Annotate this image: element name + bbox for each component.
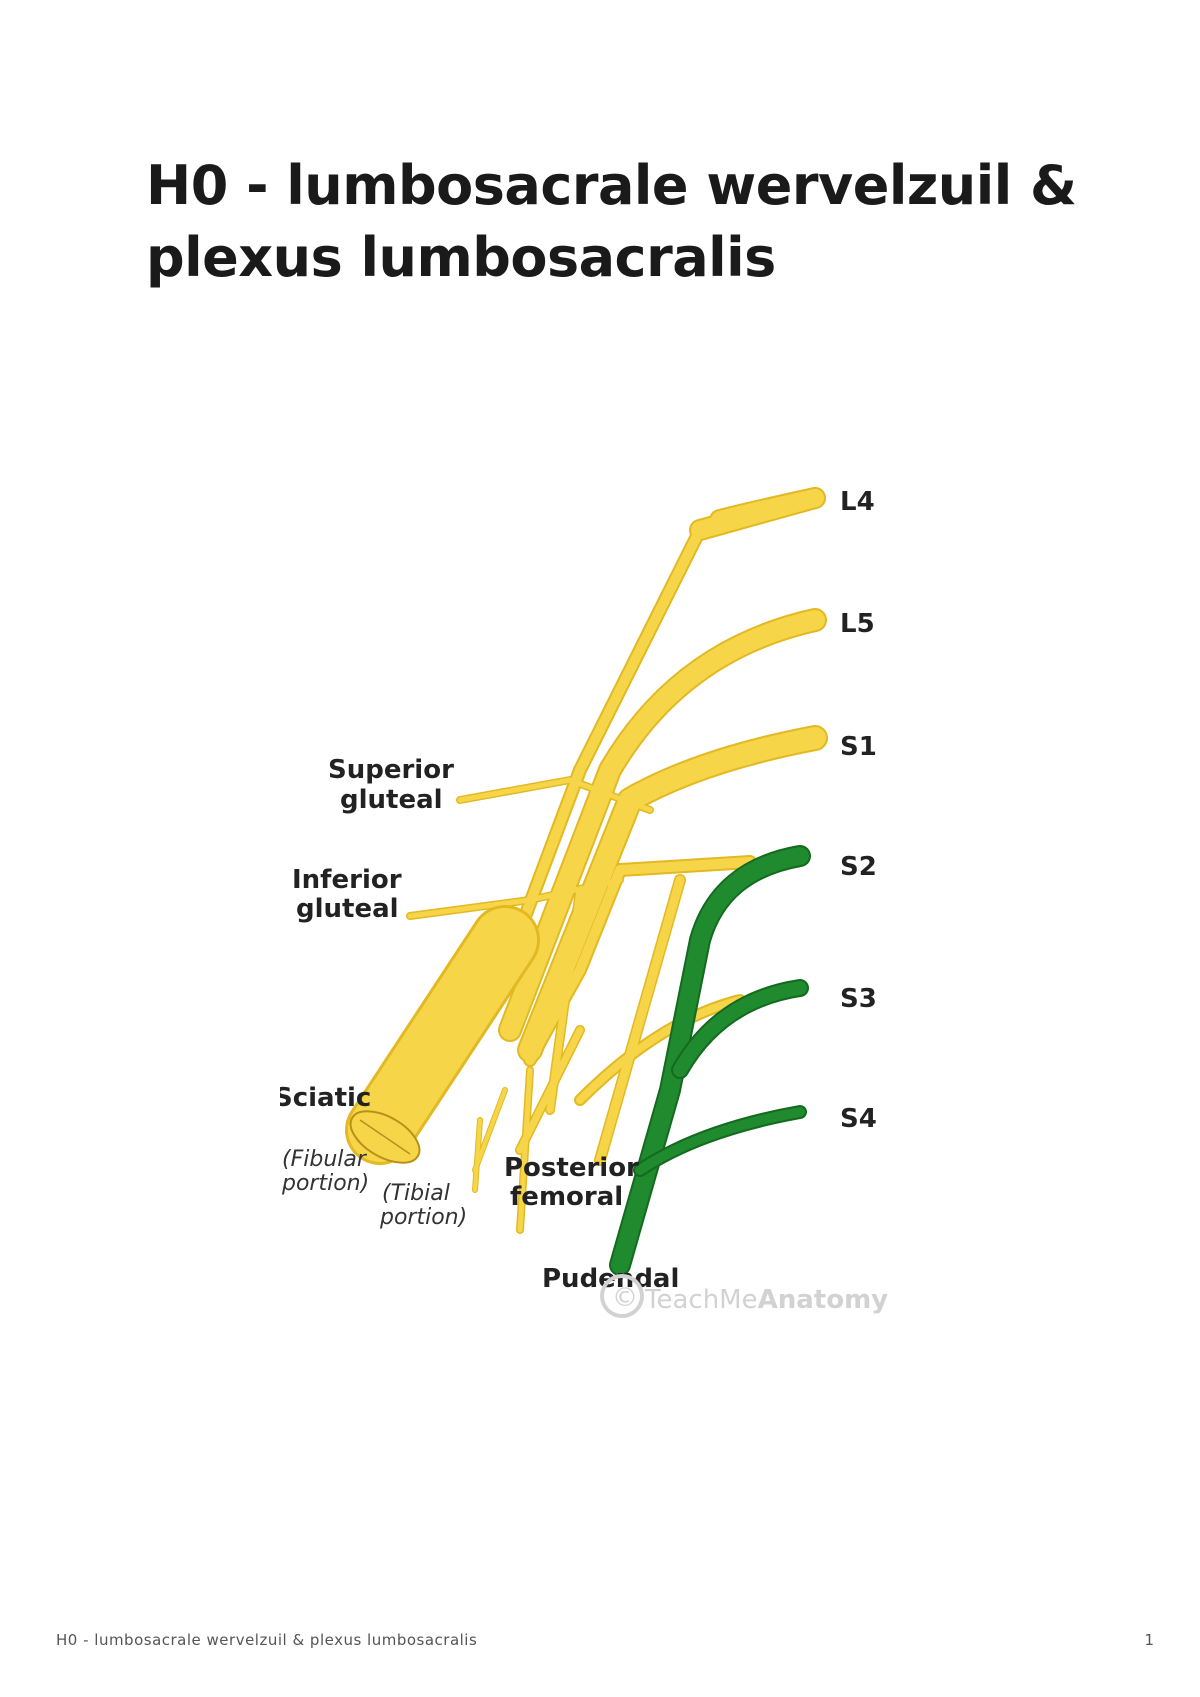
label-posterior-femoral-2: femoral — [510, 1182, 623, 1212]
copyright-icon: © — [612, 1283, 638, 1313]
pudendal-nerve — [609, 845, 811, 1276]
label-tibial-2: portion) — [379, 1205, 467, 1230]
label-fibular-2: portion) — [281, 1171, 369, 1196]
root-label-s2: S2 — [840, 852, 877, 882]
svg-text:TeachMeAnatomy: TeachMeAnatomy — [644, 1285, 888, 1315]
watermark-part1: TeachMe — [644, 1285, 758, 1315]
watermark: © TeachMeAnatomy — [600, 1274, 888, 1318]
label-tibial-1: (Tibial — [382, 1181, 450, 1206]
plexus-diagram: L4 L5 S1 S2 S3 S4 Superior gluteal Infer… — [280, 487, 888, 1318]
label-inferior-gluteal-1: Inferior — [292, 865, 402, 895]
nerve-fill-group — [407, 489, 826, 1233]
root-label-s4: S4 — [840, 1104, 877, 1134]
label-inferior-gluteal-2: gluteal — [296, 894, 399, 924]
root-label-l5: L5 — [840, 609, 875, 639]
label-superior-gluteal-1: Superior — [328, 755, 454, 785]
label-posterior-femoral-1: Posterior — [504, 1153, 639, 1183]
root-label-s3: S3 — [840, 984, 877, 1014]
plexus-figure: L4 L5 S1 S2 S3 S4 Superior gluteal Infer… — [280, 470, 960, 1390]
root-label-s1: S1 — [840, 732, 877, 762]
label-fibular-1: (Fibular — [282, 1147, 368, 1172]
label-superior-gluteal-2: gluteal — [340, 785, 443, 815]
page-footer: H0 - lumbosacrale wervelzuil & plexus lu… — [56, 1631, 478, 1649]
watermark-part2: Anatomy — [758, 1285, 889, 1315]
page-number: 1 — [1144, 1631, 1154, 1649]
page-title: H0 - lumbosacrale wervelzuil & plexus lu… — [146, 154, 1077, 289]
label-sciatic: Sciatic — [280, 1083, 371, 1113]
root-label-l4: L4 — [840, 487, 875, 517]
